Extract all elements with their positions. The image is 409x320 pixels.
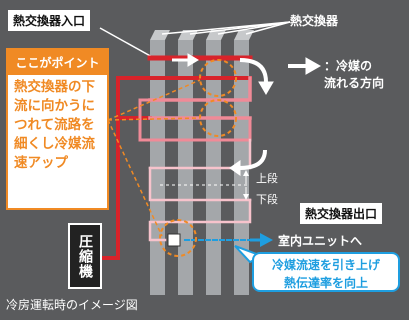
flow-arrow-right-icon xyxy=(187,53,199,67)
callout-bubble: 冷媒流速を引き上げ熱伝達率を向上 xyxy=(252,252,400,292)
compressor: 圧縮機 xyxy=(68,223,102,289)
flow-arrows xyxy=(172,53,322,247)
pipe-mid-1 xyxy=(148,76,252,102)
flow-direction-legend: ：冷媒の 流れる方向 xyxy=(324,59,385,90)
to-indoor-unit-label: 室内ユニットへ xyxy=(278,234,363,248)
lower-stage-label: 下段 xyxy=(256,193,278,206)
outlet-arrow-icon xyxy=(260,233,273,247)
highlight-circle-1 xyxy=(199,59,237,97)
up-arrow-icon xyxy=(243,170,249,176)
highlight-circle-3 xyxy=(159,219,197,257)
outlet-node xyxy=(167,233,181,247)
point-box: ここがポイント 熱交換器の下流に向かうにつれて流路を細くし冷媒流速アップ xyxy=(6,48,109,210)
pipe-lower-3 xyxy=(148,198,252,242)
point-leader-lines xyxy=(107,79,201,237)
hx-label: 熱交換器 xyxy=(290,14,339,28)
point-heading: ここがポイント xyxy=(8,50,107,75)
flow-arrow-curve-icon xyxy=(239,58,268,83)
pipe-compressor-feed xyxy=(98,76,152,260)
leader-lines xyxy=(99,21,291,59)
down-arrow-icon xyxy=(243,194,249,200)
highlight-circles xyxy=(159,59,237,257)
refrigerant-pipes xyxy=(98,55,253,260)
pipe-lower-2 xyxy=(148,166,252,202)
stage-divider xyxy=(160,170,249,200)
caption: 冷房運転時のイメージ図 xyxy=(6,298,138,312)
upper-stage-label: 上段 xyxy=(256,172,278,185)
point-body: 熱交換器の下流に向かうにつれて流路を細くし冷媒流速アップ xyxy=(14,79,95,171)
hx-inlet-label: 熱交換器入口 xyxy=(8,10,91,31)
flow-arrow-curve-lower-icon xyxy=(239,149,267,170)
hx-outlet-label: 熱交換器出口 xyxy=(300,203,383,224)
